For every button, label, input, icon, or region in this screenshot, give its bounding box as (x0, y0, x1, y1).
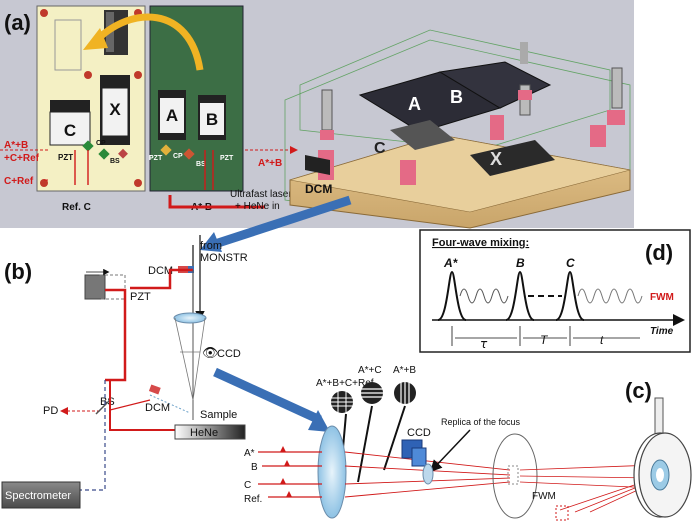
ccd-b-label: CCD (217, 348, 241, 360)
board-box-a-label: A (166, 106, 178, 125)
panel-b: (b) from MONSTR DCM PZT 👁 CCD PD BS DCM … (1, 235, 248, 509)
bs-mid-label: BS (196, 161, 206, 168)
link-arrow-a-b (213, 195, 352, 249)
sample-mount-disk (633, 397, 692, 518)
fwm-d-label: FWM (650, 292, 674, 303)
fwm-wave (577, 288, 643, 304)
panel-c: (c) A*+B+C+Ref A*+C A*+B A* B (244, 365, 692, 521)
render-x-label: X (490, 149, 502, 169)
output-mix-line1: A*+B (4, 140, 28, 151)
laser-in-line2: + HeNe in (235, 201, 280, 212)
bottom-ref-c-label: Ref. C (62, 202, 91, 213)
pzt-label: PZT (130, 291, 151, 303)
coherence-wave-1 (459, 288, 509, 304)
render-c-label: C (374, 140, 386, 157)
sample-label: Sample (200, 409, 237, 421)
panel-a-label: (a) (4, 10, 31, 35)
laser-input-path (168, 195, 265, 209)
collimating-lens (317, 425, 347, 519)
eye-icon: 👁 (202, 346, 219, 361)
dcm-bottom-label: DCM (145, 402, 170, 414)
pzt-left-label: PZT (58, 153, 73, 162)
panel-d: Four-wave mixing: (d) Time A* B C FWM τ … (419, 229, 691, 353)
cp-mid-label: CP (173, 153, 183, 160)
from-monstr-line1: from (200, 240, 222, 252)
spectrometer-label: Spectrometer (5, 490, 71, 502)
ccd-camera-c (401, 439, 427, 467)
board-box-b-label: B (206, 110, 218, 129)
interference-pattern-2 (361, 382, 383, 404)
cp-left-label: CP (96, 140, 106, 147)
tau-label: τ (480, 337, 488, 351)
hene-laser (174, 424, 246, 440)
from-monstr-line2: MONSTR (200, 252, 248, 264)
panel-c-label: (c) (625, 378, 652, 403)
big-t-label: T (540, 333, 549, 347)
cream-board: C X PZT CP BS (36, 5, 146, 192)
replica-label: Replica of the focus (441, 417, 521, 427)
green-board: A B PZT CP BS PZT (149, 5, 244, 192)
board-box-x-label: X (109, 100, 121, 119)
dcm-label: DCM (305, 182, 332, 196)
pd-label: PD (43, 405, 58, 417)
pzt-right-label: PZT (220, 155, 234, 162)
pulse-a (437, 270, 467, 321)
assembly-render: A B X C DCM (284, 29, 631, 229)
render-a-label: A (408, 94, 421, 114)
pzt-mirror-box (84, 274, 106, 300)
pattern2-label: A*+C (358, 365, 382, 376)
focusing-lens-b (173, 312, 207, 324)
spectrometer-box (1, 481, 81, 509)
ccd-c-label: CCD (407, 427, 431, 439)
link-arrow-b-c (213, 367, 322, 425)
pulse-c-label: C (566, 256, 575, 270)
pattern1-label: A*+B+C+Ref (316, 378, 374, 389)
hene-label: HeNe (190, 427, 218, 439)
panel-b-label: (b) (4, 259, 32, 284)
beam-ref-label: Ref. (244, 494, 262, 505)
panel-d-title: Four-wave mixing: (432, 237, 529, 249)
pattern3-label: A*+B (393, 365, 416, 376)
fwm-c-label: FWM (532, 491, 556, 502)
beam-c-label: C (244, 480, 251, 491)
panel-d-frame (419, 229, 691, 353)
right-arrow-label: A*+B (258, 158, 282, 169)
output-mix-line2: +C+Ref (4, 153, 40, 164)
interference-pattern-1 (331, 391, 353, 413)
pulse-b-label: B (516, 256, 525, 270)
small-t-label: t (600, 333, 604, 347)
interference-pattern-3 (394, 382, 416, 404)
time-label: Time (650, 326, 674, 337)
bs-left-label: BS (110, 158, 120, 165)
laser-in-line1: Ultrafast laser (230, 189, 292, 200)
dcm-top-label: DCM (148, 265, 173, 277)
beam-a-label: A* (244, 448, 255, 459)
board-box-c-label: C (64, 121, 76, 140)
output-c-ref: C+Ref (4, 176, 34, 187)
panel-a: (a) C X PZT CP BS (0, 0, 634, 229)
pulse-c (555, 270, 585, 321)
pzt-mid-label: PZT (149, 155, 163, 162)
panel-d-label: (d) (645, 240, 673, 265)
beam-b-label: B (251, 462, 258, 473)
pulse-b (505, 270, 535, 321)
pulse-a-label: A* (443, 256, 459, 270)
render-b-label: B (450, 87, 463, 107)
transfer-arrow (92, 13, 204, 71)
